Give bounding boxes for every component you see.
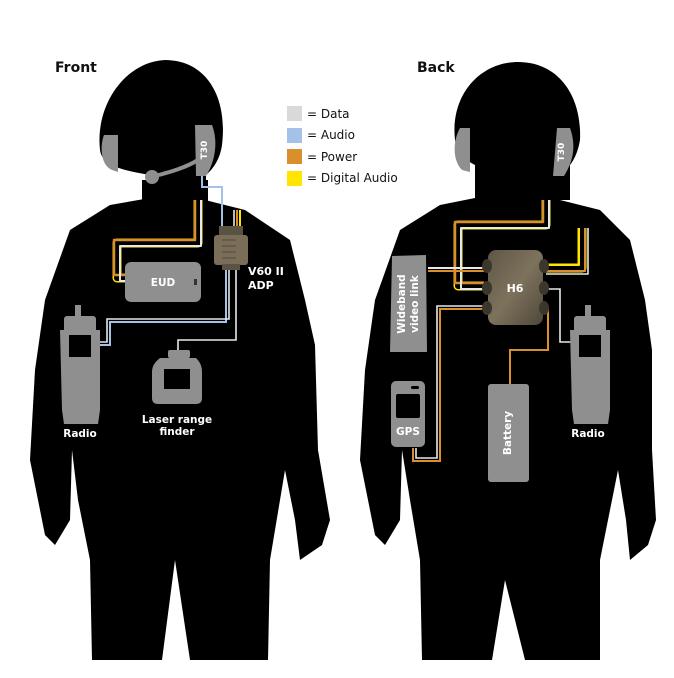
legend-label: = Data	[307, 106, 350, 121]
eud-label: EUD	[150, 277, 176, 289]
front-boom-mic	[153, 158, 200, 178]
battery-device	[488, 384, 529, 482]
back-radio-cable	[546, 288, 572, 343]
lrf-label-line1: Laser range	[141, 414, 213, 426]
legend: = Data = Audio = Power = Digital Audio	[287, 103, 398, 189]
h6-hub-device	[482, 250, 549, 325]
back-radio-device	[570, 305, 610, 424]
data-swatch-icon	[287, 106, 302, 122]
front-radio-cable	[96, 270, 230, 346]
front-ear-cup-left	[101, 135, 118, 172]
legend-label: = Digital Audio	[307, 171, 398, 186]
front-headset-t30	[195, 125, 216, 176]
gps-device	[391, 381, 425, 447]
adp-label-line1: V60 II	[248, 265, 284, 278]
front-radio-label: Radio	[63, 428, 97, 440]
legend-item-audio: = Audio	[287, 125, 398, 147]
front-t30-label: T30	[200, 140, 210, 160]
back-top-cable-bundle	[453, 200, 551, 291]
digital-audio-swatch-icon	[287, 170, 302, 186]
front-silhouette	[30, 60, 330, 660]
front-view-title: Front	[55, 60, 97, 76]
gps-label: GPS	[396, 426, 420, 438]
back-gps-cable	[412, 305, 484, 462]
back-right-shoulder-cable-bundle	[546, 228, 589, 275]
back-radio-label: Radio	[571, 428, 605, 440]
lrf-label-line2: finder	[159, 426, 195, 438]
laser-range-finder-device	[152, 350, 202, 404]
battery-label: Battery	[502, 410, 514, 456]
video-link-label-line2: video link	[409, 275, 421, 333]
power-swatch-icon	[287, 149, 302, 165]
front-eud-cable-bundle	[112, 200, 203, 283]
h6-label: H6	[506, 282, 524, 295]
front-audio-cable-headset	[201, 176, 223, 230]
wideband-video-link-device	[390, 255, 427, 352]
v60-adp-device	[214, 226, 248, 270]
back-ear-cup-left	[454, 128, 470, 172]
front-mic-tip	[145, 170, 159, 184]
back-silhouette	[360, 62, 656, 660]
back-video-link-cable	[428, 267, 484, 272]
video-link-label-line1: Wideband	[396, 274, 408, 334]
audio-swatch-icon	[287, 127, 302, 143]
eud-port	[194, 279, 197, 285]
legend-item-digital-audio: = Digital Audio	[287, 168, 398, 190]
back-headset-t30	[553, 128, 574, 176]
legend-item-power: = Power	[287, 146, 398, 168]
legend-item-data: = Data	[287, 103, 398, 125]
legend-label: = Audio	[307, 128, 355, 143]
eud-device	[125, 262, 201, 302]
front-radio-device	[60, 305, 100, 424]
adp-label-line2: ADP	[248, 279, 274, 292]
legend-label: = Power	[307, 149, 358, 164]
back-t30-label: T30	[557, 142, 567, 162]
front-lrf-cable	[177, 230, 237, 350]
back-view-title: Back	[417, 60, 455, 76]
